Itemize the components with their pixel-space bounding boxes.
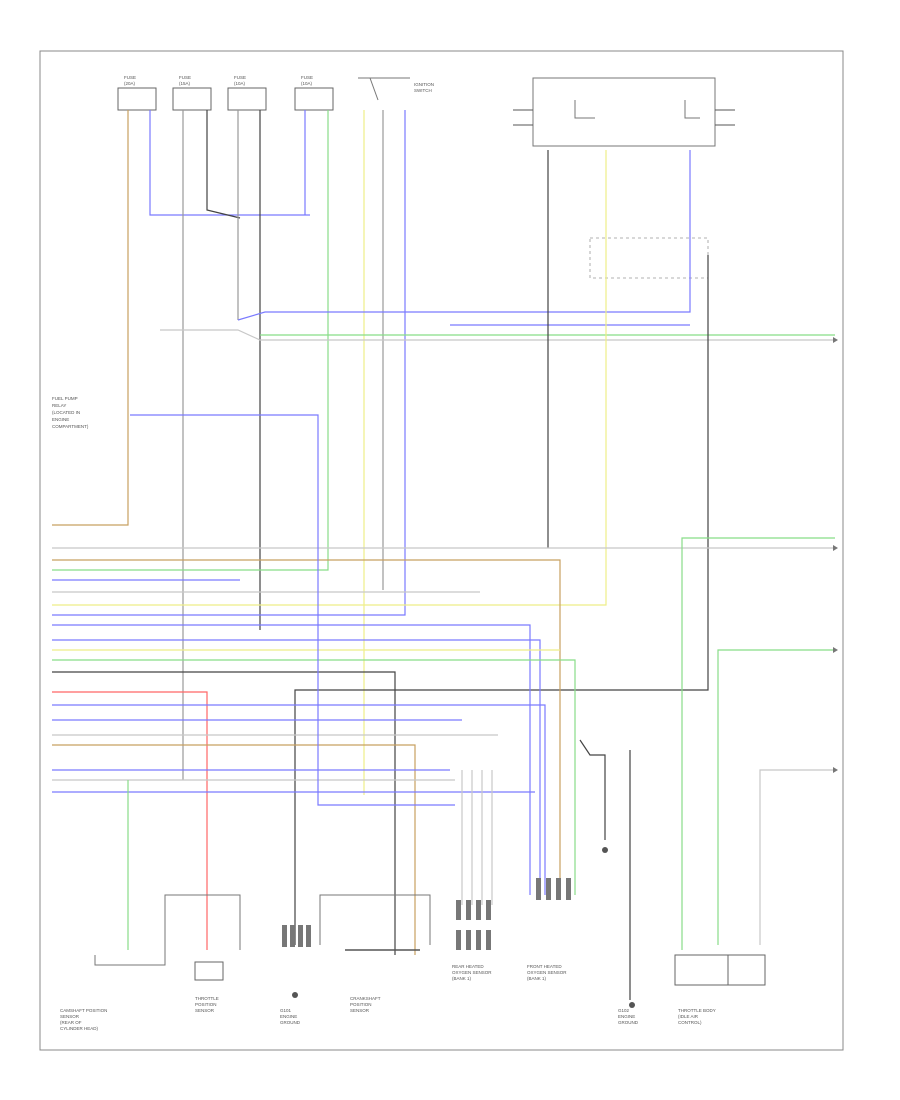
ground-2-l2: ENGINE [618, 1014, 635, 1019]
fuse-b: FUSE (15A) [172, 75, 212, 111]
wire-green-right-1 [681, 537, 835, 950]
comp-1-l3: (REAR OF [60, 1020, 82, 1025]
wire-blue-loop [130, 414, 455, 806]
wire-black-fuse-b [206, 110, 241, 219]
comp-4-l1: REAR HEATED [452, 964, 484, 969]
ground-1-l2: ENGINE [280, 1014, 297, 1019]
connectors [282, 878, 571, 950]
wire-blue-fuse-a [149, 110, 310, 216]
ground-1-l3: GROUND [280, 1020, 301, 1025]
wire-blue-bus-11 [52, 704, 546, 895]
ground-2-l1: G102 [618, 1008, 630, 1013]
component-2: THROTTLE POSITION SENSOR [164, 894, 241, 1013]
comp-1-l4: CYLINDER HEAD) [60, 1026, 99, 1031]
comp-4-l2: OXYGEN SENSOR [452, 970, 492, 975]
wire-tan-bus-2 [52, 559, 561, 895]
wire-black-relay-3 [294, 255, 709, 945]
fuse-a: FUSE (20A) [117, 75, 157, 111]
comp-5-l3: (BANK 1) [527, 976, 547, 981]
ground-2-label: G102 ENGINE GROUND [618, 1008, 639, 1025]
comp-1-l2: SENSOR [60, 1014, 80, 1019]
relay-block [513, 77, 735, 147]
fuse-a-label-1: FUSE [124, 75, 136, 80]
wire-lightgray-right-3 [759, 769, 835, 945]
comp-5-l1: FRONT HEATED [527, 964, 562, 969]
wires [52, 110, 835, 1000]
ground-2-l3: GROUND [618, 1020, 639, 1025]
fuse-d-label-2: (10A) [301, 81, 313, 86]
ignition-switch-label-1: IGNITION [414, 82, 434, 87]
comp-4-l3: (BANK 1) [452, 976, 472, 981]
fuse-c: FUSE (10A) [227, 75, 267, 111]
comp-6-l2: (IDLE AIR [678, 1014, 699, 1019]
ground-symbol-3 [629, 1002, 635, 1008]
component-4: REAR HEATED OXYGEN SENSOR (BANK 1) [452, 964, 492, 981]
wire-green-fuse-d [52, 110, 329, 571]
comp-2-l2: POSITION [195, 1002, 217, 1007]
left-note-4: ENGINE [52, 417, 69, 422]
wire-blue-relay [237, 150, 691, 321]
wire-red-bus-10 [52, 691, 208, 950]
comp-5-l2: OXYGEN SENSOR [527, 970, 567, 975]
comp-3-l3: SENSOR [350, 1008, 370, 1013]
fuse-d: FUSE (10A) [294, 75, 334, 111]
wire-blue-bus-5 [52, 624, 531, 895]
ground-symbol-2 [602, 847, 608, 853]
ignition-switch-label-2: SWITCH [414, 88, 432, 93]
comp-6-l1: THROTTLE BODY [678, 1008, 716, 1013]
component-5: FRONT HEATED OXYGEN SENSOR (BANK 1) [527, 964, 567, 981]
fuse-c-label-2: (10A) [234, 81, 246, 86]
comp-2-l1: THROTTLE [195, 996, 219, 1001]
component-3: CRANKSHAFT POSITION SENSOR [319, 894, 431, 1013]
left-note-2: RELAY [52, 403, 66, 408]
component-1: CAMSHAFT POSITION SENSOR (REAR OF CYLIND… [60, 950, 166, 1031]
wire-tan-bus-14 [52, 744, 416, 955]
fuse-a-label-2: (20A) [124, 81, 136, 86]
left-note-1: FUEL PUMP [52, 396, 78, 401]
ground-symbol-1 [292, 992, 298, 998]
wire-green-bus-8 [52, 659, 576, 895]
left-note-3: (LOCATED IN [52, 410, 80, 415]
comp-1-l1: CAMSHAFT POSITION [60, 1008, 107, 1013]
fuse-b-label-1: FUSE [179, 75, 191, 80]
comp-3-l1: CRANKSHAFT [350, 996, 381, 1001]
wire-blue-ign [52, 110, 406, 616]
wire-blue-bus-6 [52, 639, 541, 895]
ground-1-label: G101 ENGINE GROUND [280, 1008, 301, 1025]
right-edge-arrows [833, 337, 838, 773]
fuse-b-label-2: (15A) [179, 81, 191, 86]
wire-green-right-2 [717, 649, 835, 945]
diagram-border [39, 50, 844, 1051]
wire-black-right-4 [579, 739, 606, 840]
comp-6-l3: CONTROL) [678, 1020, 702, 1025]
component-6: THROTTLE BODY (IDLE AIR CONTROL) [674, 954, 766, 1025]
wire-tan-fuse-a [52, 110, 129, 526]
wire-black-bus-9 [52, 671, 396, 955]
comp-2-l3: SENSOR [195, 1008, 215, 1013]
ground-1-l1: G101 [280, 1008, 292, 1013]
ignition-switch: IGNITION SWITCH [358, 77, 434, 101]
comp-3-l2: POSITION [350, 1002, 372, 1007]
fuse-d-label-1: FUSE [301, 75, 313, 80]
fuse-c-label-1: FUSE [234, 75, 246, 80]
left-note: FUEL PUMP RELAY (LOCATED IN ENGINE COMPA… [52, 396, 89, 429]
wire-yellow-relay-2 [52, 150, 607, 606]
left-note-5: COMPARTMENT) [52, 424, 89, 429]
